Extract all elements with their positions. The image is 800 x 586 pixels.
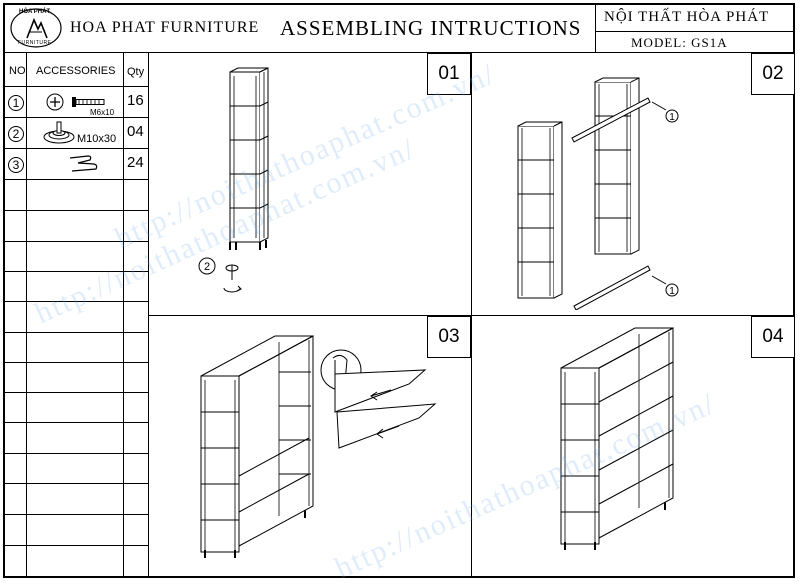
panel-divider [148, 315, 795, 316]
row-qty: 04 [127, 123, 144, 140]
step-03-label: 03 [427, 316, 471, 358]
table-row-line [3, 514, 149, 515]
page-frame [3, 3, 795, 578]
row-number: 2 [8, 125, 24, 143]
step-04-label: 04 [751, 316, 795, 358]
row-qty: 24 [127, 154, 144, 171]
step-02-label: 02 [751, 53, 795, 95]
step-04-drawing [560, 327, 674, 550]
table-row-line [3, 241, 149, 242]
model-number: MODEL: GS1A [631, 35, 728, 50]
table-row-line [3, 392, 149, 393]
brand-name-vn: NỘI THẤT HÒA PHÁT [604, 9, 770, 25]
table-row-line [3, 117, 149, 118]
step-02-callout: 1 [669, 112, 675, 123]
table-row-line [3, 362, 149, 363]
table-row-line [3, 271, 149, 272]
row-number: 3 [8, 156, 24, 174]
row-number: 1 [8, 94, 24, 112]
col-no-header: NO [9, 65, 26, 77]
col-accessories-header: ACCESSORIES [36, 65, 116, 77]
table-row-line [3, 545, 149, 546]
header-divider [3, 52, 795, 53]
table-row-line [3, 210, 149, 211]
document-title: ASSEMBLING INTRUCTIONS [280, 16, 582, 40]
company-logo: HÒA PHÁT FURNITURE [9, 7, 64, 49]
step-01-label: 01 [427, 53, 471, 95]
shelf-clip-icon [69, 155, 98, 172]
screw-size-label: M6x10 [90, 108, 115, 117]
table-row-line [3, 301, 149, 302]
table-row-line [3, 86, 149, 87]
table-row-line [3, 148, 149, 149]
header-vdivider [595, 3, 596, 52]
table-col-line [123, 52, 124, 578]
step-01-drawing: 2 [198, 67, 269, 293]
logo-top-text: HÒA PHÁT [19, 9, 51, 15]
brand-name: HOA PHAT FURNITURE [70, 19, 260, 36]
table-row-line [3, 179, 149, 180]
header-right-divider [595, 31, 795, 32]
logo-icon [10, 8, 62, 48]
leveling-foot-icon [43, 121, 75, 144]
table-row-line [3, 332, 149, 333]
table-row-line [3, 422, 149, 423]
row-qty: 16 [127, 92, 144, 109]
table-col-line [26, 52, 27, 578]
step-03-drawing [200, 335, 437, 558]
col-qty-header: Qty [127, 66, 145, 78]
foot-size-label: M10x30 [77, 133, 117, 145]
step-02-drawing: 1 1 [517, 77, 679, 310]
step-01-callout: 2 [204, 261, 210, 273]
table-row-line [3, 483, 149, 484]
logo-bottom-text: FURNITURE [18, 40, 52, 46]
step-02-callout: 1 [669, 286, 675, 297]
screw-icon [46, 93, 105, 111]
table-row-line [3, 453, 149, 454]
